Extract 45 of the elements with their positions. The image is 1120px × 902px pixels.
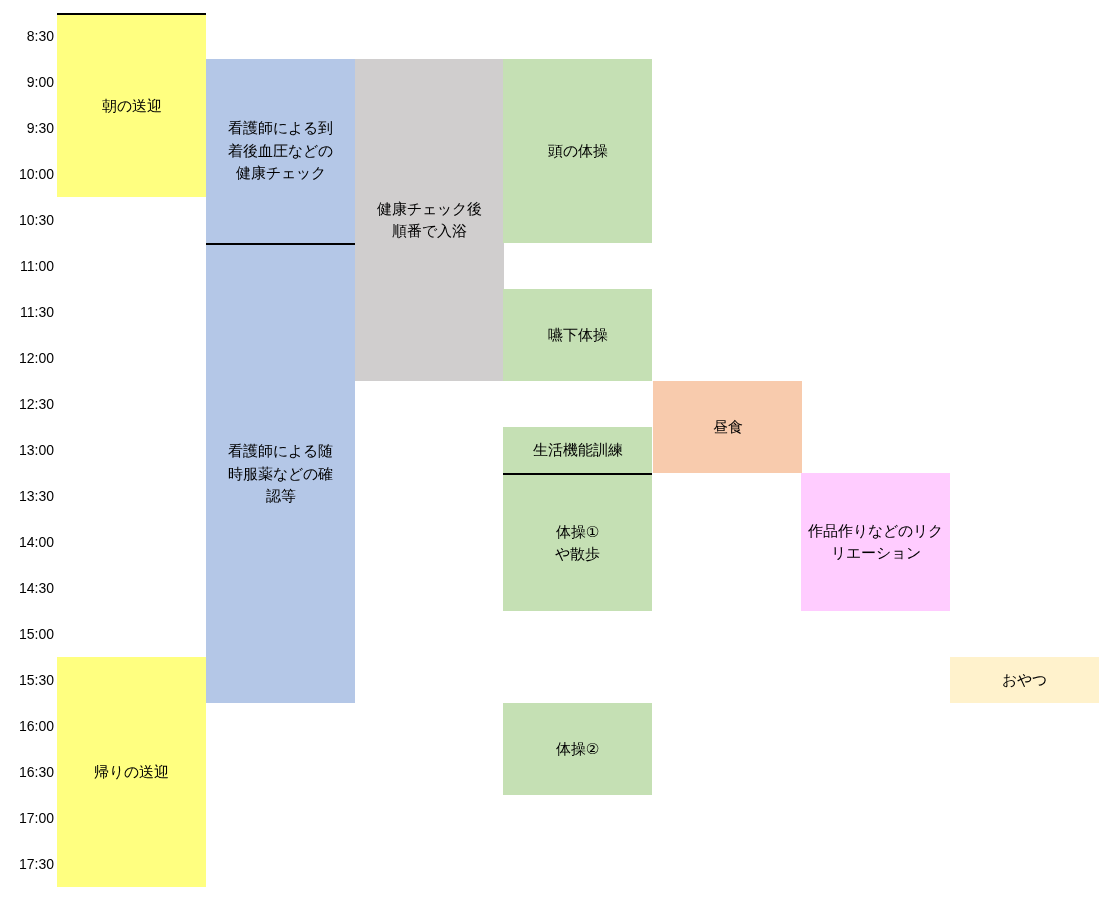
schedule-block <box>57 13 206 197</box>
time-label: 9:00 <box>25 75 54 89</box>
time-label: 11:00 <box>19 259 54 273</box>
time-label: 16:30 <box>17 765 54 779</box>
time-label: 15:00 <box>17 627 54 641</box>
schedule-block <box>503 59 652 243</box>
activity-text: 作品作りなどのリクリエーション <box>808 520 943 564</box>
activity-text: 生活機能訓練 <box>532 439 623 461</box>
time-label: 10:00 <box>17 167 54 181</box>
time-label: 9:30 <box>25 121 54 135</box>
schedule-block <box>503 289 652 381</box>
activity-text: 看護師による随時服薬などの確認等 <box>227 441 334 508</box>
schedule-block <box>503 703 652 795</box>
activity-text: 帰りの送迎 <box>94 761 169 783</box>
activity-text: おやつ <box>1002 669 1047 691</box>
schedule-block <box>206 59 355 243</box>
activity-text: 体操② <box>555 738 600 760</box>
time-label: 14:00 <box>17 535 54 549</box>
activity-text: 看護師による到着後血圧などの健康チェック <box>227 118 334 185</box>
schedule-block <box>206 243 355 703</box>
activity-text: 頭の体操 <box>547 140 608 162</box>
time-label: 10:30 <box>17 213 54 227</box>
activity-text: 昼食 <box>712 416 743 438</box>
schedule-block <box>355 59 504 381</box>
time-label: 15:30 <box>17 673 54 687</box>
schedule-block <box>801 473 950 611</box>
schedule-block <box>503 473 652 611</box>
time-label: 16:00 <box>17 719 54 733</box>
schedule-block <box>653 381 802 473</box>
time-label: 14:30 <box>17 581 54 595</box>
time-label: 17:30 <box>17 857 54 871</box>
time-label: 17:00 <box>17 811 54 825</box>
time-label: 12:30 <box>17 397 54 411</box>
activity-text: 体操①や散歩 <box>554 521 601 565</box>
activity-text: 健康チェック後順番で入浴 <box>376 198 483 242</box>
time-label: 8:30 <box>25 29 54 43</box>
time-label: 13:30 <box>17 489 54 503</box>
schedule-block <box>503 427 652 473</box>
schedule-block <box>57 657 206 887</box>
time-label: 12:00 <box>17 351 54 365</box>
schedule-block <box>950 657 1099 703</box>
time-label: 13:00 <box>17 443 54 457</box>
activity-text: 朝の送迎 <box>101 95 162 117</box>
time-label: 11:30 <box>19 305 54 319</box>
activity-text: 嚥下体操 <box>547 324 608 346</box>
